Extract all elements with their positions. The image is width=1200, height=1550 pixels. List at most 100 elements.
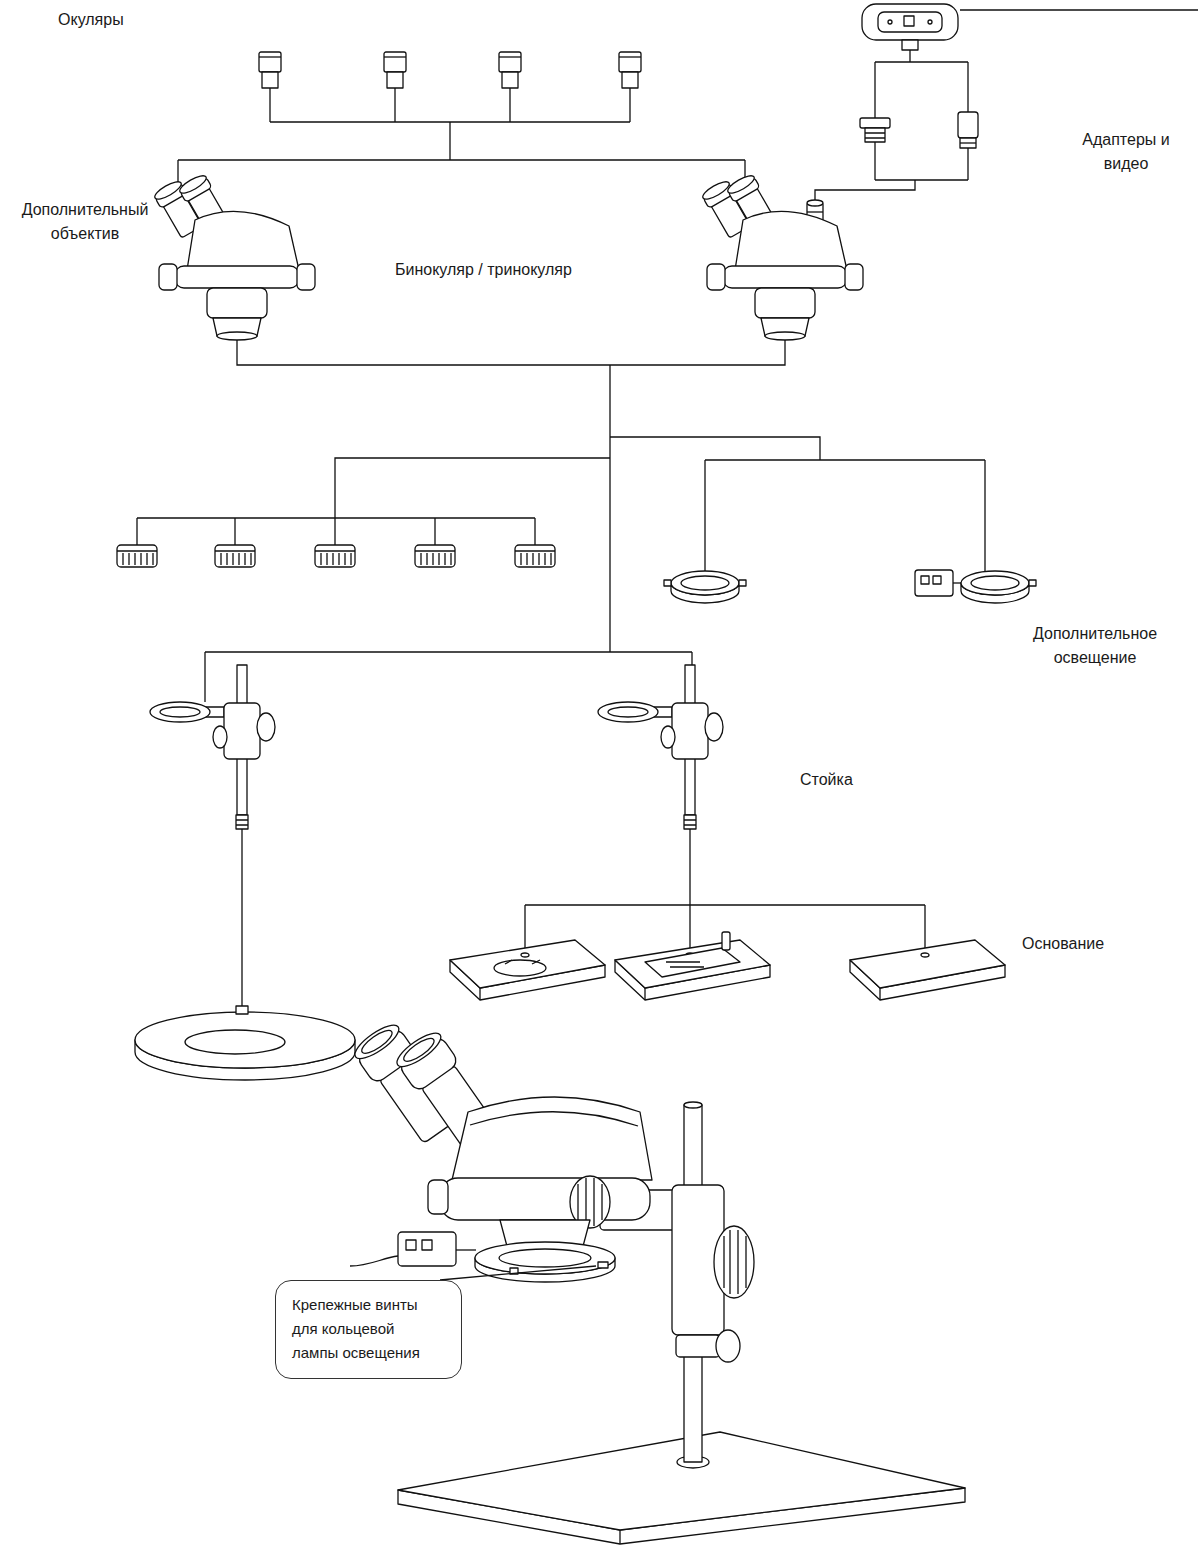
ring-light-icon [915,570,953,596]
assembled-microscope [676,1335,720,1357]
stand-icon [150,665,275,829]
adapter-icon [860,112,978,148]
microscope-head-icon [153,173,315,340]
assembled-microscope [456,1249,476,1250]
callout-text: Крепежные винты для кольцевой лампы осве… [292,1293,443,1365]
adapter-icon [958,112,978,138]
tree-line [237,340,785,652]
assembled-microscope [499,1249,591,1267]
camera-icon [902,40,918,50]
eyepiece-icon [384,52,406,88]
part-label: Дополнительное освещение [1010,622,1180,670]
adapter-icon [960,138,976,148]
eyepiece-icon [259,52,641,88]
auxiliary-lens-icon [315,545,355,567]
assembled-microscope [452,1097,652,1180]
camera-icon [904,16,914,26]
base-icon [645,948,740,977]
base-icon [850,940,1005,1000]
eyepiece-icon [619,52,641,88]
part-label: Бинокуляр / тринокуляр [395,258,572,282]
ring-light-icon [921,576,929,584]
part-label: Основание [1022,932,1104,956]
part-label: Адаптеры и видео [1070,128,1182,176]
eyepiece-icon [259,52,281,88]
base-icon [505,960,540,964]
camera-icon [862,4,958,50]
stand-icon [150,665,723,829]
tree-line [610,437,985,572]
microscope-head-icon [807,200,823,206]
assembled-microscope [619,1530,620,1544]
ring-light-icon [664,570,1036,603]
assembled-microscope [350,1256,398,1266]
eyepiece-icon [499,52,521,88]
microscope-head-icon [807,211,823,212]
base-icon [185,1030,285,1054]
base-icon [135,1012,355,1068]
ring-light-icon [971,576,1019,590]
ring-light-icon [961,571,1029,595]
assembled-microscope [398,1432,965,1530]
auxiliary-lens-icon [117,545,555,567]
microscope-head-icon [153,173,863,340]
camera-icon [878,12,942,32]
adapter-icon [865,133,885,138]
ring-light-icon [1029,580,1036,586]
callout-box: Крепежные винты для кольцевой лампы осве… [275,1280,462,1379]
microscope-head-icon [701,173,863,340]
ring-light-icon [739,580,746,586]
auxiliary-lens-icon [117,545,157,567]
tree-line [178,88,745,184]
auxiliary-lens-icon [215,545,255,567]
camera-icon [862,4,958,40]
tree-line [205,652,925,1008]
assembled-microscope [398,1232,456,1266]
ring-light-icon [671,571,739,595]
part-label: Окуляры [58,8,124,32]
assembled-microscope [724,1230,746,1294]
adapter-icon [860,118,890,128]
camera-icon [888,20,892,24]
base-icon [666,962,704,967]
adapter-icon [865,128,885,142]
tree-line [960,9,1198,10]
base-icon [236,1006,248,1014]
assembled-microscope [716,1330,740,1362]
camera-icon [928,20,932,24]
base-icon [135,932,1005,1080]
adapter-icon [960,142,976,143]
assembled-microscope [714,1226,754,1298]
part-label: Дополнительный объектив [10,198,160,246]
ring-light-icon [953,582,961,583]
assembled-microscope [475,1242,615,1274]
ring-light-icon [933,576,941,584]
assembled-microscope [392,1028,445,1073]
assembled-microscope [428,1180,448,1214]
base-icon [615,940,770,1000]
assembled-microscope [406,1240,416,1250]
ring-light-icon [664,580,671,586]
tree-line [815,50,968,203]
leader-line [440,1266,596,1280]
stand-icon [598,665,723,829]
assembled-microscope [359,1027,395,1057]
base-icon [722,932,730,950]
assembled-microscope [401,1035,437,1065]
assembled-microscope [440,1178,650,1220]
ring-light-icon [681,576,729,590]
auxiliary-lens-icon [515,545,555,567]
assembled-microscope [578,1178,602,1226]
auxiliary-lens-icon [415,545,455,567]
assembled-microscope [684,1102,702,1108]
assembled-microscope [350,1020,403,1065]
assembled-microscope [598,1262,608,1268]
tree-line [137,458,610,545]
tree-line [137,10,1198,1008]
base-icon [450,940,605,1000]
leader-line [440,1266,596,1280]
base-icon [494,960,546,976]
